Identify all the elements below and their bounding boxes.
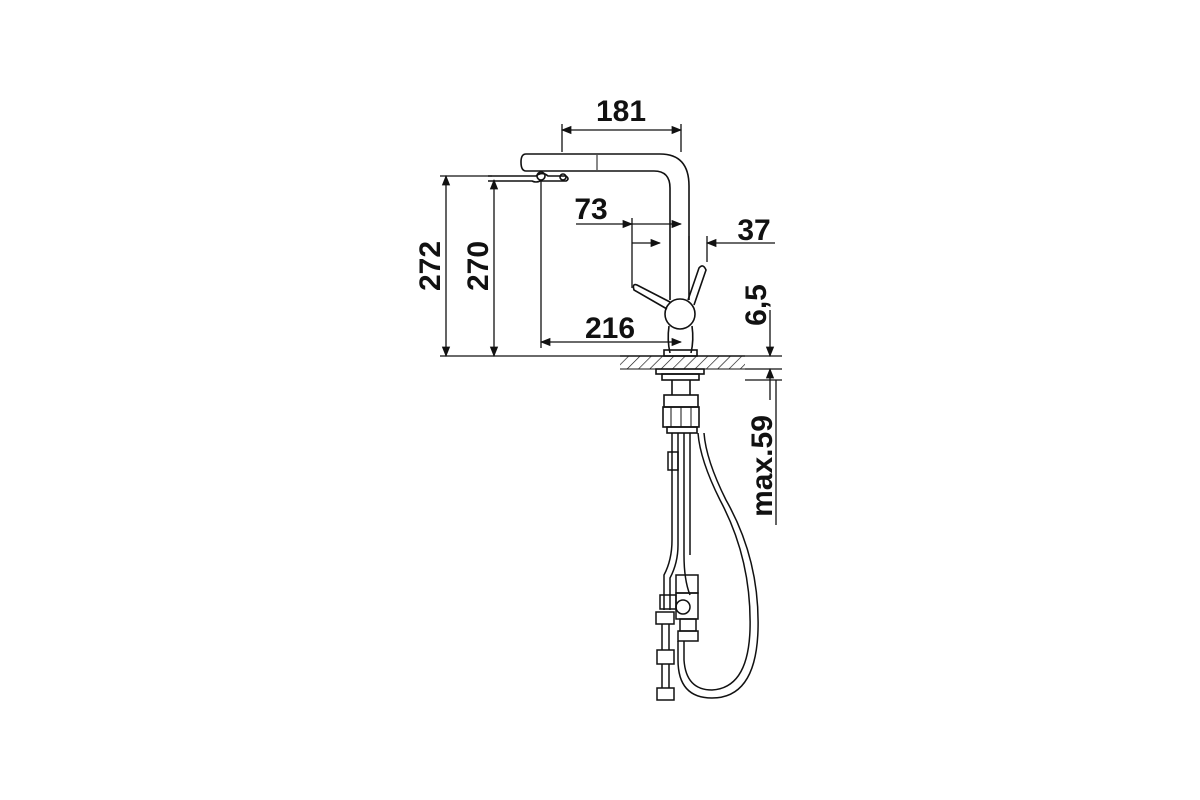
faucet-body	[488, 153, 690, 300]
dim-270-label: 270	[462, 241, 495, 291]
countertop	[620, 355, 745, 370]
dim-216-label: 216	[585, 312, 635, 345]
faucet-base	[655, 325, 705, 434]
dim-max59-label: max.59	[746, 415, 779, 517]
dim-6-5-label: 6,5	[740, 284, 773, 326]
supply-hoses	[655, 432, 759, 701]
dim-181-label: 181	[596, 95, 646, 128]
dim-73-label: 73	[574, 193, 607, 226]
dimension-lines	[440, 124, 782, 525]
dim-272-label: 272	[414, 241, 447, 291]
dim-37-label: 37	[737, 214, 770, 247]
lever-handle	[632, 265, 707, 330]
